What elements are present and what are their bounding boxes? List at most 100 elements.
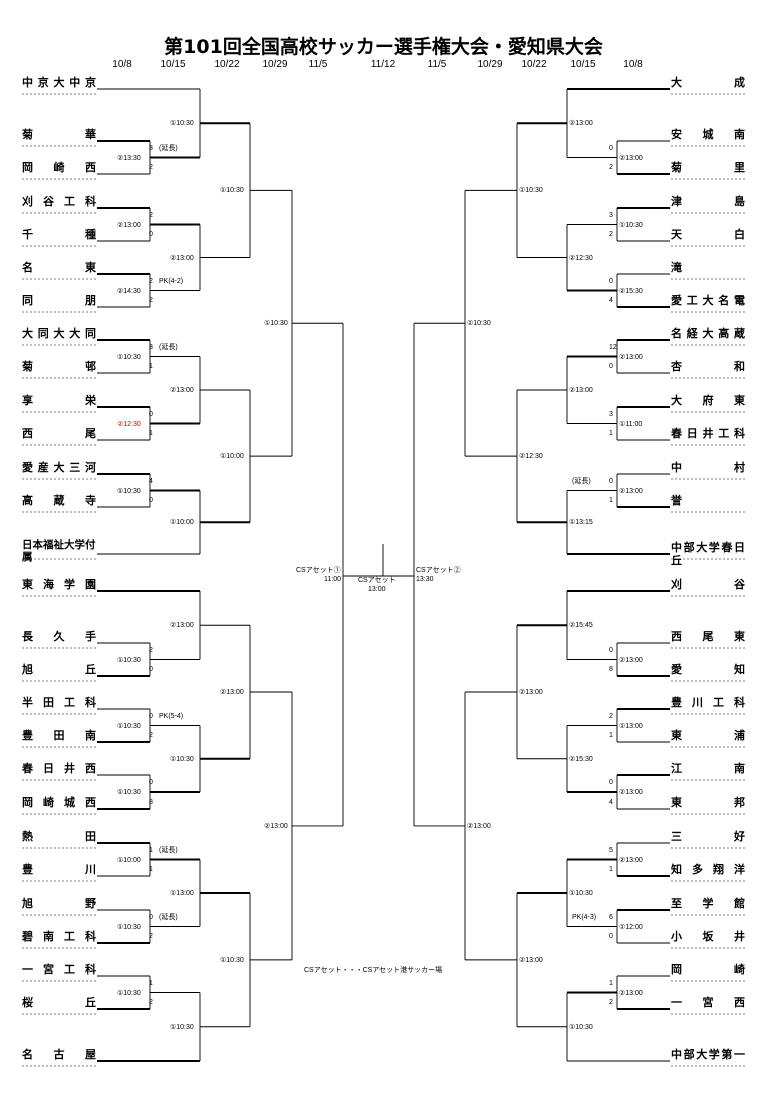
- left-score: 2: [149, 999, 153, 1006]
- left-score: 3: [149, 145, 153, 152]
- left-score: 1: [149, 363, 153, 370]
- right-team: 滝: [671, 261, 682, 274]
- left-r2-time: ②13:00: [170, 387, 194, 394]
- right-score: 4: [609, 799, 613, 806]
- right-score: 1: [609, 497, 613, 504]
- right-team: 東邦: [671, 796, 745, 809]
- left-score: 0: [149, 497, 153, 504]
- left-team: 同朋: [22, 294, 96, 307]
- right-team: 大成: [671, 76, 745, 89]
- right-team: 中部大学第一: [671, 1048, 745, 1061]
- right-team: 岡崎: [671, 963, 745, 976]
- right-score: 2: [609, 713, 613, 720]
- final-venue: CSアセット: [358, 577, 396, 584]
- right-team: 天白: [671, 228, 745, 241]
- right-score: 12: [609, 344, 617, 351]
- date-final: 11/12: [370, 59, 396, 70]
- sf-right-time: 13:30: [416, 576, 434, 583]
- right-team: 愛知: [671, 663, 745, 676]
- right-r3-time: ②13:00: [519, 689, 543, 696]
- date-right: 10/15: [570, 59, 596, 70]
- right-score: 1: [609, 430, 613, 437]
- right-score: 2: [609, 231, 613, 238]
- right-r2-time: ②15:30: [569, 755, 593, 763]
- left-score: 8: [149, 799, 153, 806]
- right-score: 0: [609, 278, 613, 285]
- left-r2-time: ②13:00: [170, 622, 194, 630]
- right-r2-time: ①10:30: [569, 1023, 593, 1031]
- right-r1-time: ①10:30: [619, 221, 643, 229]
- left-score: 2: [149, 933, 153, 940]
- left-team: 春日井西: [22, 762, 96, 775]
- right-score: 0: [609, 933, 613, 940]
- right-team: 名経大高蔵: [671, 327, 745, 340]
- right-score: 2: [609, 999, 613, 1006]
- left-r1-time: ②13:00: [117, 221, 141, 229]
- right-team: 刈谷: [671, 578, 745, 591]
- left-team: 名古屋: [22, 1048, 96, 1061]
- left-team: 旭丘: [22, 663, 96, 676]
- left-r1-time: ①10:30: [117, 656, 141, 664]
- left-team: 享栄: [22, 394, 96, 407]
- left-r1-note: (延長): [159, 344, 178, 351]
- right-score: 1: [609, 980, 613, 987]
- right-team: 豊川工科: [671, 696, 745, 709]
- left-r3-time: ①10:30: [220, 956, 244, 964]
- left-team: 碧南工科: [22, 930, 96, 943]
- left-team: 刈谷工科: [22, 195, 96, 208]
- left-r4-time: ②13:00: [264, 822, 288, 830]
- date-right: 10/22: [521, 59, 547, 70]
- right-team: 西尾東: [671, 630, 745, 643]
- left-r1-time: ①10:30: [117, 722, 141, 730]
- left-team: 熱田: [22, 830, 96, 843]
- right-r1-time: ②13:00: [619, 989, 643, 997]
- left-team: 西尾: [22, 427, 96, 440]
- left-team: 岡崎西: [22, 161, 96, 174]
- date-right: 11/5: [427, 59, 447, 70]
- sf-left-venue: CSアセット①: [296, 567, 341, 574]
- left-r3-time: ①10:00: [220, 453, 244, 461]
- right-team: 知多翔洋: [671, 863, 745, 876]
- left-r3-time: ①10:30: [220, 187, 244, 195]
- left-score: 0: [149, 713, 153, 720]
- left-score: 0: [149, 231, 153, 238]
- left-score: 1: [149, 430, 153, 437]
- right-team: 大府東: [671, 394, 745, 407]
- right-score: 8: [609, 666, 613, 673]
- right-score: 1: [609, 732, 613, 739]
- right-r3-time: ②12:30: [519, 453, 543, 461]
- left-team: 千種: [22, 228, 96, 241]
- right-r2-time: ①10:30: [569, 890, 593, 897]
- right-score: 1: [609, 866, 613, 873]
- left-r1-note: PK(4-2): [159, 278, 184, 285]
- date-left: 10/29: [262, 59, 288, 70]
- right-team: 愛工大名電: [671, 294, 745, 307]
- right-r4-time: ①10:30: [467, 320, 491, 328]
- left-team: 大同大大同: [22, 327, 96, 340]
- left-score: 4: [149, 478, 153, 485]
- right-score: 2: [609, 164, 613, 171]
- left-team: 一宮工科: [22, 963, 96, 976]
- date-left: 10/22: [214, 59, 240, 70]
- right-team: 杏和: [671, 360, 745, 373]
- left-score: 0: [149, 411, 153, 418]
- left-team: 旭野: [22, 897, 96, 910]
- right-team: 東浦: [671, 729, 745, 742]
- left-team: 東海学園: [22, 578, 96, 591]
- date-right: 10/8: [623, 59, 643, 70]
- right-r1-note: (延長): [572, 478, 591, 485]
- left-team: 高蔵寺: [22, 494, 96, 507]
- right-team: 江南: [671, 762, 745, 775]
- right-r1-time: ②15:30: [619, 287, 643, 295]
- left-r1-time: ①10:30: [117, 487, 141, 495]
- left-r1-note: PK(5-4): [159, 713, 184, 720]
- left-team: 岡崎城西: [22, 796, 96, 809]
- right-score: 0: [609, 779, 613, 786]
- right-team: 一宮西: [671, 996, 745, 1009]
- right-score: 0: [609, 363, 613, 370]
- right-team: 小坂井: [671, 930, 745, 943]
- left-r4-time: ①10:30: [264, 320, 288, 328]
- right-r1-time: ②13:00: [619, 487, 643, 495]
- left-r2-time: ①10:30: [170, 755, 194, 763]
